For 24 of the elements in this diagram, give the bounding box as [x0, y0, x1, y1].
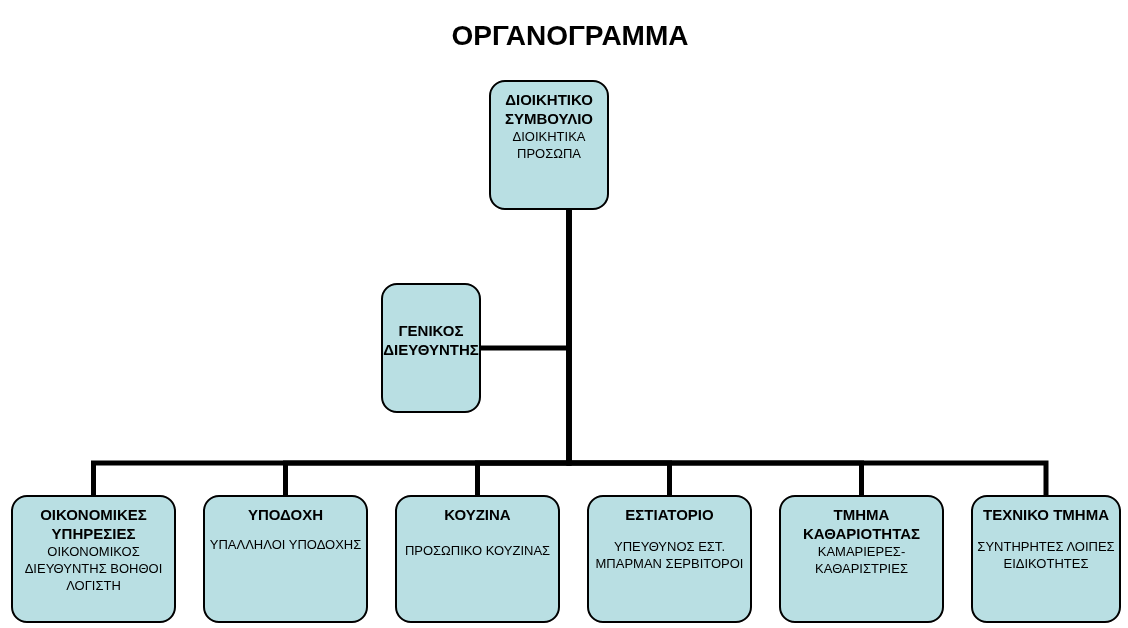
staff-list: ΠΡΟΣΩΠΙΚΟ ΚΟΥΖΙΝΑΣ — [404, 542, 551, 559]
org-box — [203, 495, 368, 623]
unit-heading: ΚΟΥΖΙΝΑ — [444, 505, 511, 524]
staff-list: ΥΠΑΛΛΗΛΟΙ ΥΠΟΔΟΧΗΣ — [209, 536, 362, 553]
staff-list: ΟΙΚΟΝΟΜΙΚΟΣ ΔΙΕΥΘΥΝΤΗΣ ΒΟΗΘΟΙ ΛΟΓΙΣΤΗ — [17, 543, 170, 594]
org-box — [395, 495, 560, 623]
staff-list: ΔΙΟΙΚΗΤΙΚΑ ΠΡΟΣΩΠΑ — [495, 128, 603, 162]
unit-heading: ΤΜΗΜΑ ΚΑΘΑΡΙΟΤΗΤΑΣ — [801, 505, 922, 543]
unit-heading: ΤΕΧΝΙΚΟ ΤΜΗΜΑ — [983, 505, 1109, 524]
staff-list: ΥΠΕΥΘΥΝΟΣ ΕΣΤ. ΜΠΑΡΜΑΝ ΣΕΡΒΙΤΟΡΟΙ — [593, 538, 746, 572]
org-box — [11, 495, 176, 623]
staff-list: ΣΥΝΤΗΡΗΤΕΣ ΛΟΙΠΕΣ ΕΙΔΙΚΟΤΗΤΕΣ — [977, 538, 1115, 572]
org-box — [489, 80, 609, 210]
org-box — [587, 495, 752, 623]
org-box — [381, 283, 481, 413]
unit-heading: ΓΕΝΙΚΟΣ ΔΙΕΥΘΥΝΤΗΣ — [383, 321, 479, 359]
unit-heading: ΟΙΚΟΝΟΜΙΚΕΣ ΥΠΗΡΕΣΙΕΣ — [39, 505, 148, 543]
unit-heading: ΕΣΤΙΑΤΟΡΙΟ — [625, 505, 714, 524]
org-box — [971, 495, 1121, 623]
unit-heading: ΥΠΟΔΟΧΗ — [248, 505, 323, 524]
chart-title: ΟΡΓΑΝΟΓΡΑΜΜΑ — [450, 19, 690, 53]
unit-heading: ΔΙΟΙΚΗΤΙΚΟ ΣΥΜΒΟΥΛΙΟ — [503, 90, 595, 128]
staff-list: ΚΑΜΑΡΙΕΡΕΣ-ΚΑΘΑΡΙΣΤΡΙΕΣ — [785, 543, 938, 577]
org-box — [779, 495, 944, 623]
